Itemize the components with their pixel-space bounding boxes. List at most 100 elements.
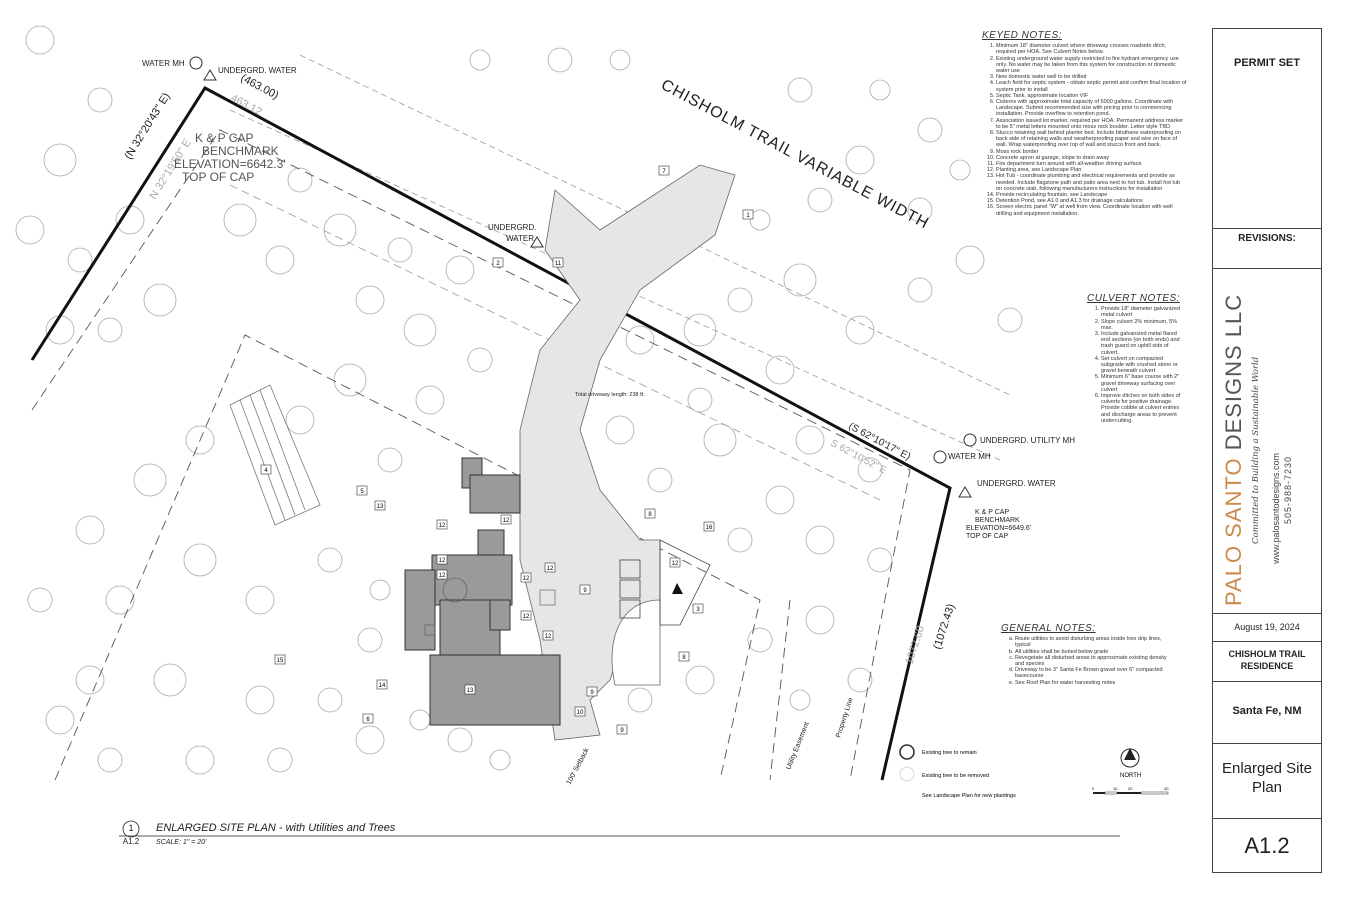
- tree-symbol: [265, 245, 295, 275]
- tree-symbol: [15, 215, 45, 245]
- project-name: CHISHOLM TRAIL RESIDENCE: [1213, 642, 1321, 682]
- tree-symbol: [467, 347, 493, 373]
- tree-symbol: [43, 143, 77, 177]
- keynote-tag-label: 16: [706, 525, 713, 531]
- culvert-notes-list: Provide 18" diameter galvanized metal cu…: [1087, 306, 1187, 424]
- keynote-tag-label: 15: [277, 658, 284, 664]
- tree-symbol: [917, 117, 943, 143]
- tree-symbol: [997, 307, 1023, 333]
- undergrd-utility-mh-label: UNDERGRD. UTILITY MH: [980, 436, 1075, 445]
- detail-sheet-ref: A1.2: [122, 837, 140, 846]
- water-mh-label-1: WATER MH: [142, 59, 185, 68]
- tree-symbol: [333, 363, 367, 397]
- keynote-tag-box: [579, 584, 591, 595]
- scale-bar: 0 10 20 40: [1092, 786, 1169, 795]
- scale-tick-0: 0: [1092, 786, 1095, 791]
- keyed-note-item: Provide recirculating fountain, see Land…: [996, 192, 1187, 198]
- tree-symbol: [97, 747, 123, 773]
- tree-symbol: [949, 159, 971, 181]
- tree-symbol: [703, 423, 737, 457]
- driveway-length-label: Total driveway length: 238 ft.: [575, 392, 645, 398]
- keynote-tag-box: [678, 651, 690, 662]
- benchmark-1-line-2: BENCHMARK: [202, 144, 279, 158]
- keynote-tag-box: [436, 569, 448, 580]
- tree-symbol: [857, 457, 883, 483]
- tree-symbol: [869, 79, 891, 101]
- firm-logo: PALO SANTO DESIGNS LLC Committed to Buil…: [1213, 269, 1321, 614]
- tree-symbol: [955, 245, 985, 275]
- keynote-tag-box: [464, 684, 476, 695]
- firm-name-b: DESIGNS LLC: [1221, 293, 1246, 458]
- culvert-note-item: Minimum 6" base course with 2" gravel dr…: [1101, 374, 1187, 393]
- undergrd-water-label-1: UNDERGRD. WATER: [218, 66, 297, 75]
- sheet-number: A1.2: [1244, 833, 1290, 858]
- keyed-note-item: Leach field for septic system - obtain s…: [996, 80, 1187, 92]
- tree-symbol: [323, 213, 357, 247]
- legend-removed-label: Existing tree to be removed: [922, 773, 989, 779]
- tree-symbol: [409, 709, 431, 731]
- tree-symbol: [267, 747, 293, 773]
- setback-lines: [31, 129, 911, 781]
- keynote-tag-label: 3: [696, 607, 700, 613]
- general-note-item: All utilities shall be buried below grad…: [1015, 649, 1171, 655]
- keynote-tag-label: 12: [503, 518, 510, 524]
- keynote-tag-label: 12: [547, 566, 554, 572]
- benchmark-1-line-1: K & P CAP: [195, 131, 253, 145]
- tree-symbol: [445, 255, 475, 285]
- dist-se-1: 1072.60: [903, 624, 927, 666]
- well-marker-icon: [672, 583, 683, 594]
- firm-name-a: PALO SANTO: [1221, 457, 1246, 606]
- caption-bubble: [122, 820, 140, 838]
- building-footprint: [404, 457, 561, 726]
- keynote-tag-box: [692, 603, 704, 614]
- keynote-tag-box: [436, 519, 448, 530]
- north-label: NORTH: [1120, 773, 1141, 779]
- title-block: PERMIT SET REVISIONS: PALO SANTO DESIGNS…: [1212, 28, 1322, 873]
- tree-symbol: [75, 665, 105, 695]
- tree-removed-legend-icon: [899, 766, 915, 782]
- culvert-note-item: Slope culvert 2% minimum, 5% max.: [1101, 319, 1187, 331]
- tree-symbol: [765, 355, 795, 385]
- keynote-tag-label: 12: [672, 561, 679, 567]
- keynote-tag-label: 8: [648, 512, 652, 518]
- tree-symbol: [87, 87, 113, 113]
- tree-symbol: [25, 25, 55, 55]
- general-notes-title: GENERAL NOTES:: [1001, 623, 1096, 634]
- general-note-item: See Roof Plan for water harvesting notes: [1015, 680, 1171, 686]
- tree-symbol: [67, 247, 93, 273]
- dist-se-2: (1072.43): [931, 602, 957, 650]
- tree-symbol: [447, 727, 473, 753]
- tree-symbol: [355, 725, 385, 755]
- tree-symbol: [749, 209, 771, 231]
- keynote-tag-box: [362, 713, 374, 724]
- project-location: Santa Fe, NM: [1213, 682, 1321, 744]
- keynote-tag-label: 12: [439, 573, 446, 579]
- keynote-tag-label: 9: [590, 690, 594, 696]
- keyed-note-item: Hot Tub - coordinate plumbing and electr…: [996, 173, 1187, 192]
- detail-number: 1: [128, 823, 134, 833]
- caption-title: ENLARGED SITE PLAN - with Utilities and …: [156, 822, 396, 834]
- setback-label: 100' Setback: [566, 747, 591, 786]
- tree-symbol: [605, 415, 635, 445]
- dist-nw-2: 463.12: [229, 92, 264, 118]
- water-mh-label-2: WATER MH: [948, 452, 991, 461]
- existing-trees: [15, 25, 1023, 775]
- general-note-item: Driveway to be 3" Santa Fe Brown gravel …: [1015, 667, 1171, 679]
- permit-set-label: PERMIT SET: [1213, 29, 1321, 229]
- undergrd-water-label-2a: UNDERGRD.: [488, 223, 536, 232]
- keynote-tag-box: [500, 514, 512, 525]
- tree-symbol: [133, 463, 167, 497]
- scale-tick-20: 20: [1128, 786, 1133, 791]
- tree-symbol: [469, 49, 491, 71]
- keynote-tag-box: [616, 724, 628, 735]
- keyed-note-item: Fire department turn around with all-wea…: [996, 161, 1187, 167]
- tree-symbol: [153, 663, 187, 697]
- tree-symbol: [807, 187, 833, 213]
- tree-symbol: [317, 547, 343, 573]
- keyed-notes-title: KEYED NOTES:: [982, 30, 1062, 41]
- keynote-tag-label: 12: [523, 576, 530, 582]
- keynote-tag-label: 14: [379, 683, 386, 689]
- keynote-tag-box: [658, 165, 670, 176]
- tree-symbol: [907, 277, 933, 303]
